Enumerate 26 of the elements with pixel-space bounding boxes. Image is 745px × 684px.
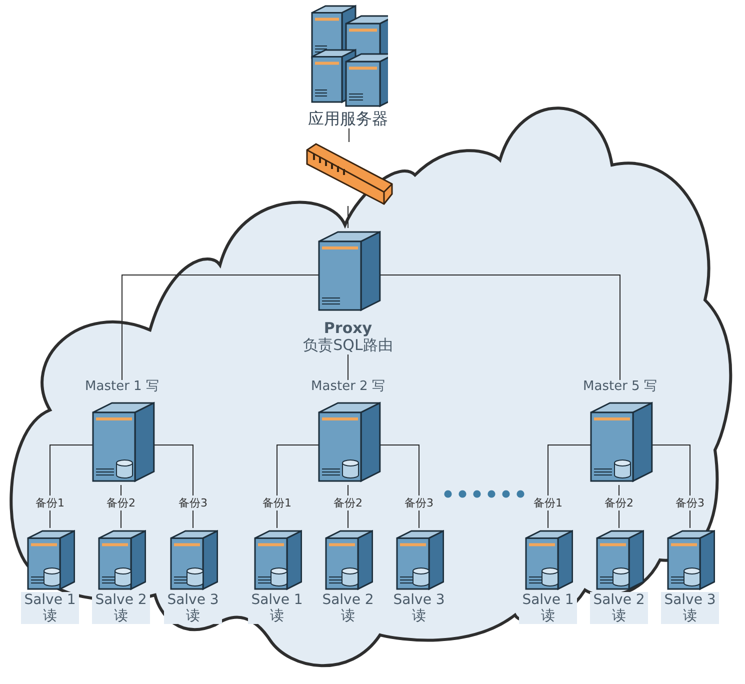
node-label: Salve 1 读 <box>519 592 577 624</box>
node-label: Master 2 写 <box>311 380 385 395</box>
edge-label: 备份1 <box>260 496 294 510</box>
connector-line <box>548 444 592 528</box>
edge-label: 备份2 <box>104 496 138 510</box>
node-label: Salve 1 读 <box>21 592 79 624</box>
node-label: 负责SQL路由 <box>303 337 393 354</box>
node-label: Proxy <box>324 320 372 338</box>
edge-label: 备份1 <box>532 496 564 510</box>
edge-label: 备份3 <box>402 496 436 510</box>
edge-label: 备份2 <box>602 496 636 510</box>
edge-label: 备份3 <box>176 496 210 510</box>
node-label: Salve 3 读 <box>164 592 222 624</box>
connector-line <box>50 444 94 528</box>
node-label: 应用服务器 <box>308 110 388 128</box>
connector-line <box>276 444 320 528</box>
node-label: Master 5 写 <box>583 380 657 395</box>
edge-label: 备份3 <box>674 496 706 510</box>
connector-line <box>348 128 350 142</box>
node-label: Salve 2 读 <box>590 592 648 624</box>
node-label: Salve 2 读 <box>92 592 150 624</box>
node-label: Master 1 写 <box>85 380 159 395</box>
edge-label: 备份1 <box>34 496 66 510</box>
connector-line <box>122 274 320 380</box>
node-label: Salve 3 读 <box>661 592 719 624</box>
edge-label: 备份2 <box>332 496 364 510</box>
